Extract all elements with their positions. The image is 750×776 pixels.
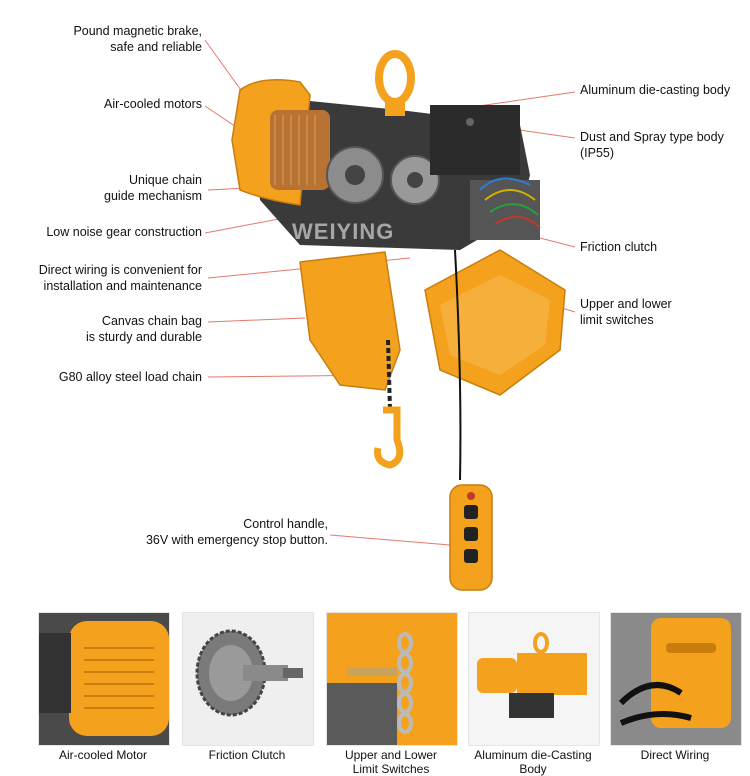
pendant-button	[464, 527, 478, 541]
limit-switch-icon	[327, 613, 457, 745]
pendant-cable	[454, 249, 462, 481]
emergency-stop-icon	[467, 492, 475, 500]
watermark-logo: WEIYING	[292, 219, 395, 244]
load-chain	[386, 339, 392, 411]
thumbnail-friction-clutch	[182, 612, 314, 746]
lifting-eye	[375, 50, 415, 106]
clutch-gear-icon	[183, 613, 313, 745]
caption-limit-switches: Upper and Lower Limit Switches	[344, 748, 438, 776]
hoist-body-icon	[469, 613, 599, 745]
thumbnail-aluminum-body	[468, 612, 600, 746]
label-direct-wiring: Direct wiring is convenient for installa…	[38, 263, 202, 293]
gearbox-housing	[430, 105, 520, 175]
load-hook	[374, 406, 404, 469]
wiring-icon	[611, 613, 741, 745]
label-load-chain: G80 alloy steel load chain	[58, 370, 202, 384]
label-chain-guide: Unique chain guide mechanism	[104, 173, 202, 203]
label-limit-switches: Upper and lower limit switches	[580, 297, 672, 327]
label-friction-clutch: Friction clutch	[580, 240, 658, 254]
label-canvas-chain-bag: Canvas chain bag is sturdy and durable	[85, 314, 202, 344]
label-dust-spray-body: Dust and Spray type body (IP55)	[580, 130, 724, 160]
thumbnail-direct-wiring	[610, 612, 742, 746]
caption-aluminum-body: Aluminum die-Casting Body	[474, 748, 592, 776]
motor-windings	[270, 110, 330, 190]
pendant-button	[464, 505, 478, 519]
pendant-button	[464, 549, 478, 563]
motor-fan-icon	[39, 613, 169, 745]
caption-friction-clutch: Friction Clutch	[208, 748, 286, 762]
thumbnail-limit-switches	[326, 612, 458, 746]
hoist-diagram	[204, 39, 576, 591]
label-magnetic-brake: Pound magnetic brake, safe and reliable	[73, 24, 202, 54]
caption-direct-wiring: Direct Wiring	[640, 748, 710, 762]
label-air-cooled-motors: Air-cooled motors	[104, 97, 202, 111]
label-aluminum-body: Aluminum die-casting body	[580, 83, 731, 97]
caption-air-cooled-motor: Air-cooled Motor	[58, 748, 148, 762]
label-control-handle: Control handle, 36V with emergency stop …	[145, 517, 328, 547]
thumbnail-air-cooled-motor	[38, 612, 170, 746]
label-low-noise-gear: Low noise gear construction	[46, 225, 202, 239]
left-chain-bag	[299, 251, 401, 391]
